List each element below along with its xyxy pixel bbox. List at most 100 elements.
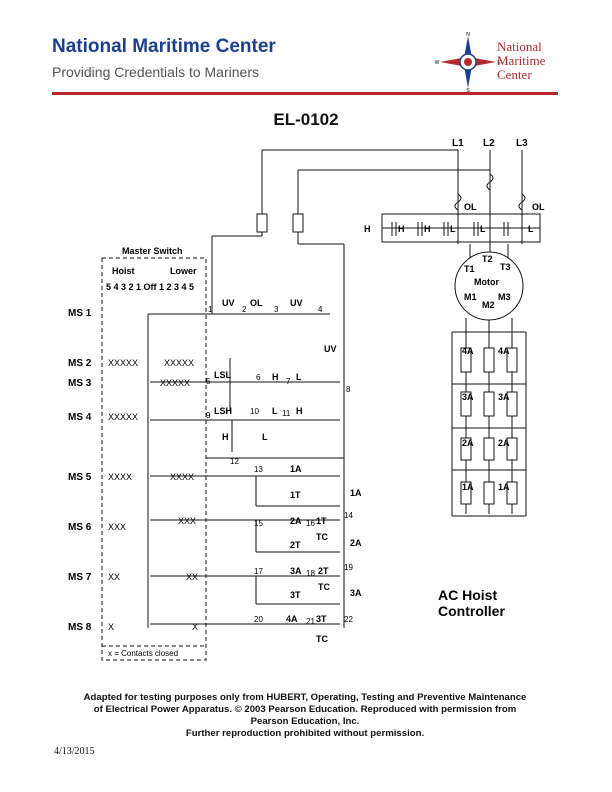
- motor-name: Motor: [474, 277, 499, 287]
- bank-label-1a-2: 1A: [498, 482, 510, 492]
- bank-label-1a: 1A: [462, 482, 474, 492]
- compass-s: S: [466, 88, 470, 92]
- ms1-label: MS 1: [68, 308, 92, 319]
- ms8-hoist: X: [108, 622, 114, 632]
- org-title: National Maritime Center: [52, 36, 276, 57]
- header-rule: [52, 92, 558, 95]
- label-l1: L1: [452, 138, 464, 149]
- wire-22: 22: [344, 615, 353, 624]
- ms3-lower: XXXXX: [160, 378, 190, 388]
- motor-m1: M1: [464, 292, 477, 302]
- wire-19: 19: [344, 563, 353, 572]
- wire-20: 20: [254, 615, 263, 624]
- uv-contact-label: UV: [222, 298, 235, 308]
- contactor-h-3: H: [424, 224, 431, 234]
- rung3-l: L: [296, 372, 302, 382]
- compass-rose-logo: N S E W: [435, 32, 502, 92]
- wire-7: 7: [286, 377, 291, 386]
- cap-2a: 2A: [350, 538, 362, 548]
- lsl-label: LSL: [214, 370, 232, 380]
- contact-3t: 3T: [316, 614, 327, 624]
- ms4-hoist: XXXXX: [108, 412, 138, 422]
- wire-10: 10: [250, 407, 259, 416]
- contacts-legend: x = Contacts closed: [108, 649, 178, 658]
- hoist-label: Hoist: [112, 266, 135, 276]
- wire-6: 6: [256, 373, 261, 382]
- wire-3: 3: [274, 305, 279, 314]
- caption-line-2: Controller: [438, 603, 505, 619]
- logo-text: National Maritime Center: [497, 40, 545, 82]
- compass-icon: N S E W: [435, 32, 502, 92]
- motor-t2: T2: [482, 254, 493, 264]
- rung3-h: H: [272, 372, 279, 382]
- tc-3: TC: [316, 634, 328, 644]
- rung4-h: H: [296, 406, 303, 416]
- ms6-hoist: XXX: [108, 522, 126, 532]
- bank-label-4a-2: 4A: [498, 346, 510, 356]
- wire-4: 4: [318, 305, 323, 314]
- ms8-lower: X: [192, 622, 198, 632]
- ms2-label: MS 2: [68, 358, 92, 369]
- contactor-h-1: H: [364, 224, 371, 234]
- wire-11: 11: [282, 409, 291, 418]
- label-l3: L3: [516, 138, 528, 149]
- wire-5: 5: [206, 377, 211, 386]
- ms6-label: MS 6: [68, 522, 92, 533]
- ms7-label: MS 7: [68, 572, 92, 583]
- contact-1t: 1T: [316, 516, 327, 526]
- ms5-label: MS 5: [68, 472, 92, 483]
- wire-13: 13: [254, 465, 263, 474]
- wire-17: 17: [254, 567, 263, 576]
- contactor-l-2: L: [480, 224, 486, 234]
- wire-18: 18: [306, 569, 315, 578]
- wire-1: 1: [208, 305, 213, 314]
- logo-text-line-3: Center: [497, 67, 532, 82]
- timer-2t: 2T: [290, 540, 301, 550]
- coil-2a: 2A: [290, 516, 302, 526]
- footer-line-2: of Electrical Power Apparatus. © 2003 Pe…: [93, 704, 517, 715]
- wire-14: 14: [344, 511, 353, 520]
- label-ol-1: OL: [464, 202, 477, 212]
- contact-2t: 2T: [318, 566, 329, 576]
- contactor-l-3: L: [528, 224, 534, 234]
- document-date: 4/13/2015: [54, 746, 95, 757]
- timer-3t: 3T: [290, 590, 301, 600]
- interlock-h: H: [222, 432, 229, 442]
- wire-15: 15: [254, 519, 263, 528]
- coil-4a: 4A: [286, 614, 298, 624]
- lower-label: Lower: [170, 266, 197, 276]
- wire-8: 8: [346, 385, 351, 394]
- coil-1a: 1A: [290, 464, 302, 474]
- motor-m3: M3: [498, 292, 511, 302]
- logo-text-line-1: National: [497, 39, 542, 54]
- bank-label-2a: 2A: [462, 438, 474, 448]
- interlock-l: L: [262, 432, 268, 442]
- ms6-lower: XXX: [178, 516, 196, 526]
- switch-positions: 5 4 3 2 1 Off 1 2 3 4 5: [106, 282, 194, 292]
- motor-m2: M2: [482, 300, 495, 310]
- coil-3a: 3A: [290, 566, 302, 576]
- footer-line-1: Adapted for testing purposes only from H…: [83, 692, 527, 703]
- org-tagline: Providing Credentials to Mariners: [52, 64, 259, 80]
- bank-label-4a: 4A: [462, 346, 474, 356]
- motor-t3: T3: [500, 262, 511, 272]
- lsh-label: LSH: [214, 406, 232, 416]
- footer-line-3: Pearson Education, Inc.: [250, 716, 360, 727]
- ms5-hoist: XXXX: [108, 472, 132, 482]
- ms3-label: MS 3: [68, 378, 92, 389]
- bank-label-3a: 3A: [462, 392, 474, 402]
- cap-1a: 1A: [350, 488, 362, 498]
- bank-label-3a-2: 3A: [498, 392, 510, 402]
- permission-footer: Adapted for testing purposes only from H…: [60, 692, 550, 740]
- diagram-id: EL-0102: [273, 110, 339, 129]
- ms7-lower: XX: [186, 572, 198, 582]
- contactor-h-2: H: [398, 224, 405, 234]
- compass-n: N: [466, 32, 470, 38]
- label-ol-2: OL: [532, 202, 545, 212]
- master-switch-title: Master Switch: [122, 246, 183, 256]
- label-l2: L2: [483, 138, 495, 149]
- ms8-label: MS 8: [68, 622, 92, 633]
- tc-2: TC: [318, 582, 330, 592]
- contactor-l-1: L: [450, 224, 456, 234]
